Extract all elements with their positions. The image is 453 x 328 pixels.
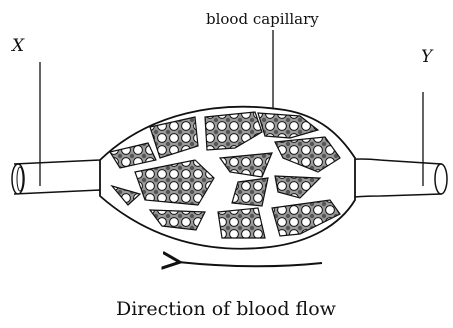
vessel-y [345, 159, 447, 198]
flow-direction-arrow [178, 262, 322, 266]
